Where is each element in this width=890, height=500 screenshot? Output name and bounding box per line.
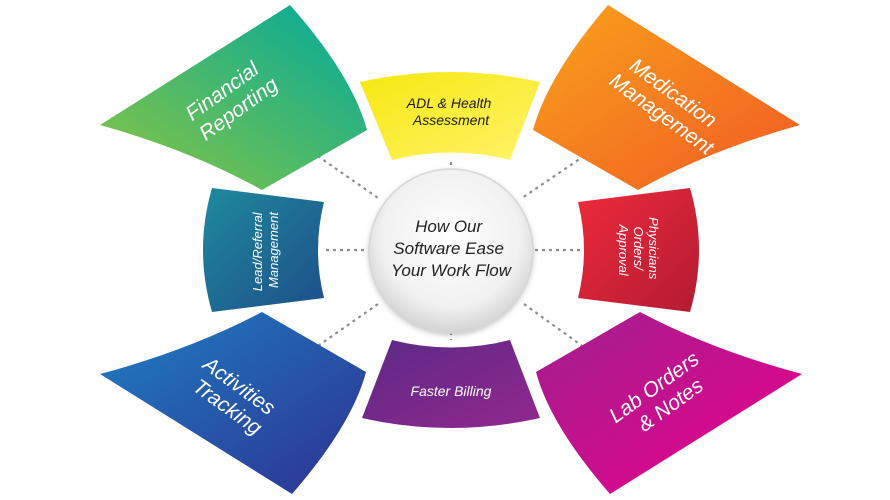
center-line-3: Your Work Flow [391,261,513,280]
svg-text:Lead/Referral Management: Lead/Referral Management [250,209,281,291]
segment-financial-reporting: Financial Reporting [100,5,367,190]
svg-text:Faster Billing: Faster Billing [411,383,492,399]
svg-text:Physicians Orders/: Physicians Orders/ Approval [616,217,661,283]
adl-line-1: ADL & Health [406,95,492,111]
connectors [311,151,591,349]
segment-medication-management: Medication Management [533,5,800,190]
adl-line-2: Assessment [412,112,490,128]
segment-physicians-orders: Physicians Orders/ Approval [578,188,699,312]
connector-medication [521,151,591,199]
connector-financial [311,151,379,199]
connector-activities [314,303,379,349]
lead-line-1: Lead/Referral [250,211,265,291]
center-circle [369,169,533,333]
billing-line-1: Faster Billing [411,383,492,399]
center-line-2: Software Ease [393,239,504,258]
center-line-1: How Our [415,217,483,236]
segment-adl-health: ADL & Health Assessment [360,72,540,160]
physicians-line-3: Approval [616,223,631,276]
segment-lab-orders: Lab Orders & Notes [536,312,802,494]
svg-text:ADL & Health Assessment: ADL & Health Assessment [406,95,495,128]
lead-line-2: Management [266,211,281,288]
segment-faster-billing: Faster Billing [362,340,540,428]
physicians-line-2: Orders/ [631,227,646,272]
svg-text:How Our Software Ease: How Our Software Ease Your Work Flow [391,217,513,280]
physicians-line-1: Physicians [646,217,661,280]
segment-activities-tracking: Activities Tracking [100,312,366,494]
connector-lab [523,303,586,349]
center-hub: How Our Software Ease Your Work Flow [368,168,534,334]
segment-lead-referral: Lead/Referral Management [203,188,324,312]
